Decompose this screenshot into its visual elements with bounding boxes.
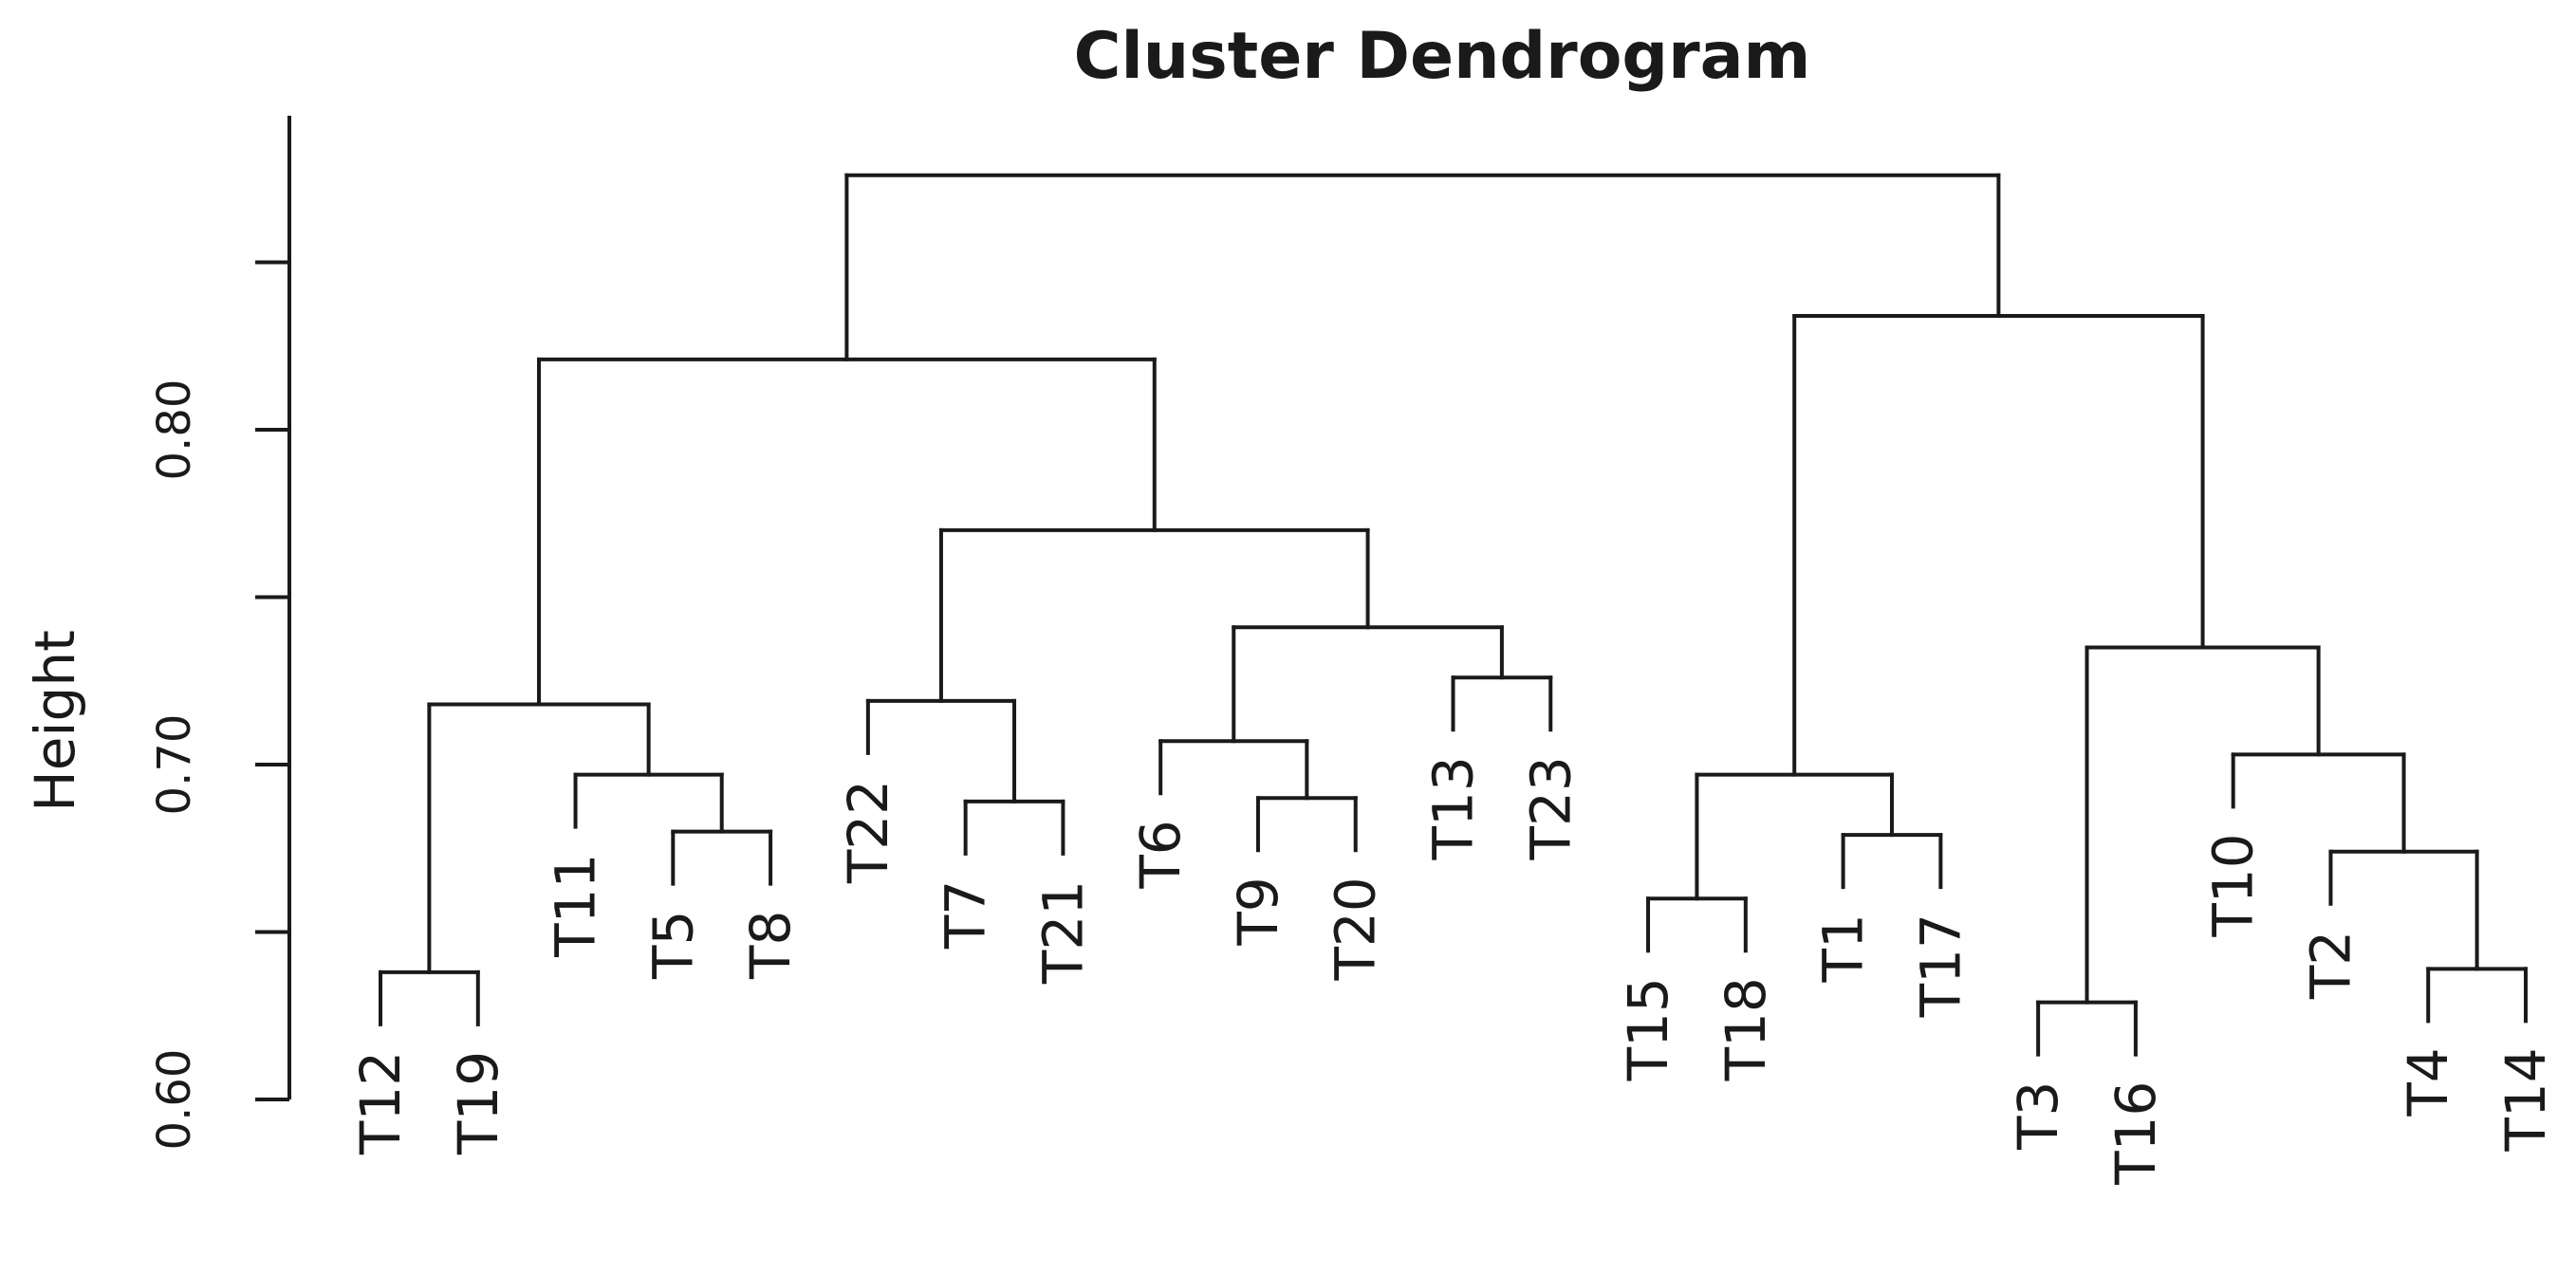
leaf-label-t18: T18: [1714, 977, 1778, 1081]
chart-title: Cluster Dendrogram: [1074, 19, 1811, 94]
y-axis-label: Height: [23, 630, 87, 812]
leaf-label-t6: T6: [1128, 820, 1193, 889]
leaf-label-t12: T12: [348, 1051, 413, 1155]
leaf-label-t17: T17: [1908, 914, 1973, 1018]
leaf-label-t21: T21: [1030, 880, 1095, 985]
leaf-label-t15: T15: [1616, 977, 1680, 1081]
leaf-label-t14: T14: [2493, 1047, 2558, 1152]
y-tick-label: 0.80: [148, 379, 201, 481]
leaf-label-t3: T3: [2006, 1081, 2070, 1151]
y-tick-label: 0.60: [148, 1049, 201, 1151]
leaf-label-t1: T1: [1811, 914, 1876, 983]
y-tick-label: 0.70: [148, 714, 201, 816]
dendrogram-branches: [379, 173, 2528, 1057]
leaf-label-t22: T22: [836, 780, 900, 884]
leaf-label-t16: T16: [2103, 1081, 2168, 1186]
leaf-label-t8: T8: [738, 911, 803, 980]
leaf-label-t13: T13: [1421, 756, 1486, 860]
leaf-label-t5: T5: [640, 911, 705, 980]
y-axis: 0.60 0.70 0.80: [148, 116, 291, 1151]
leaf-label-t23: T23: [1518, 756, 1583, 860]
leaf-label-t19: T19: [446, 1051, 510, 1155]
leaf-label-t2: T2: [2298, 931, 2363, 1000]
leaf-label-t10: T10: [2201, 833, 2266, 937]
leaf-label-t9: T9: [1226, 877, 1290, 946]
leaf-label-t7: T7: [934, 880, 998, 950]
leaf-label-t20: T20: [1324, 877, 1388, 981]
leaf-label-t4: T4: [2396, 1047, 2460, 1117]
leaf-label-t11: T11: [544, 854, 608, 958]
